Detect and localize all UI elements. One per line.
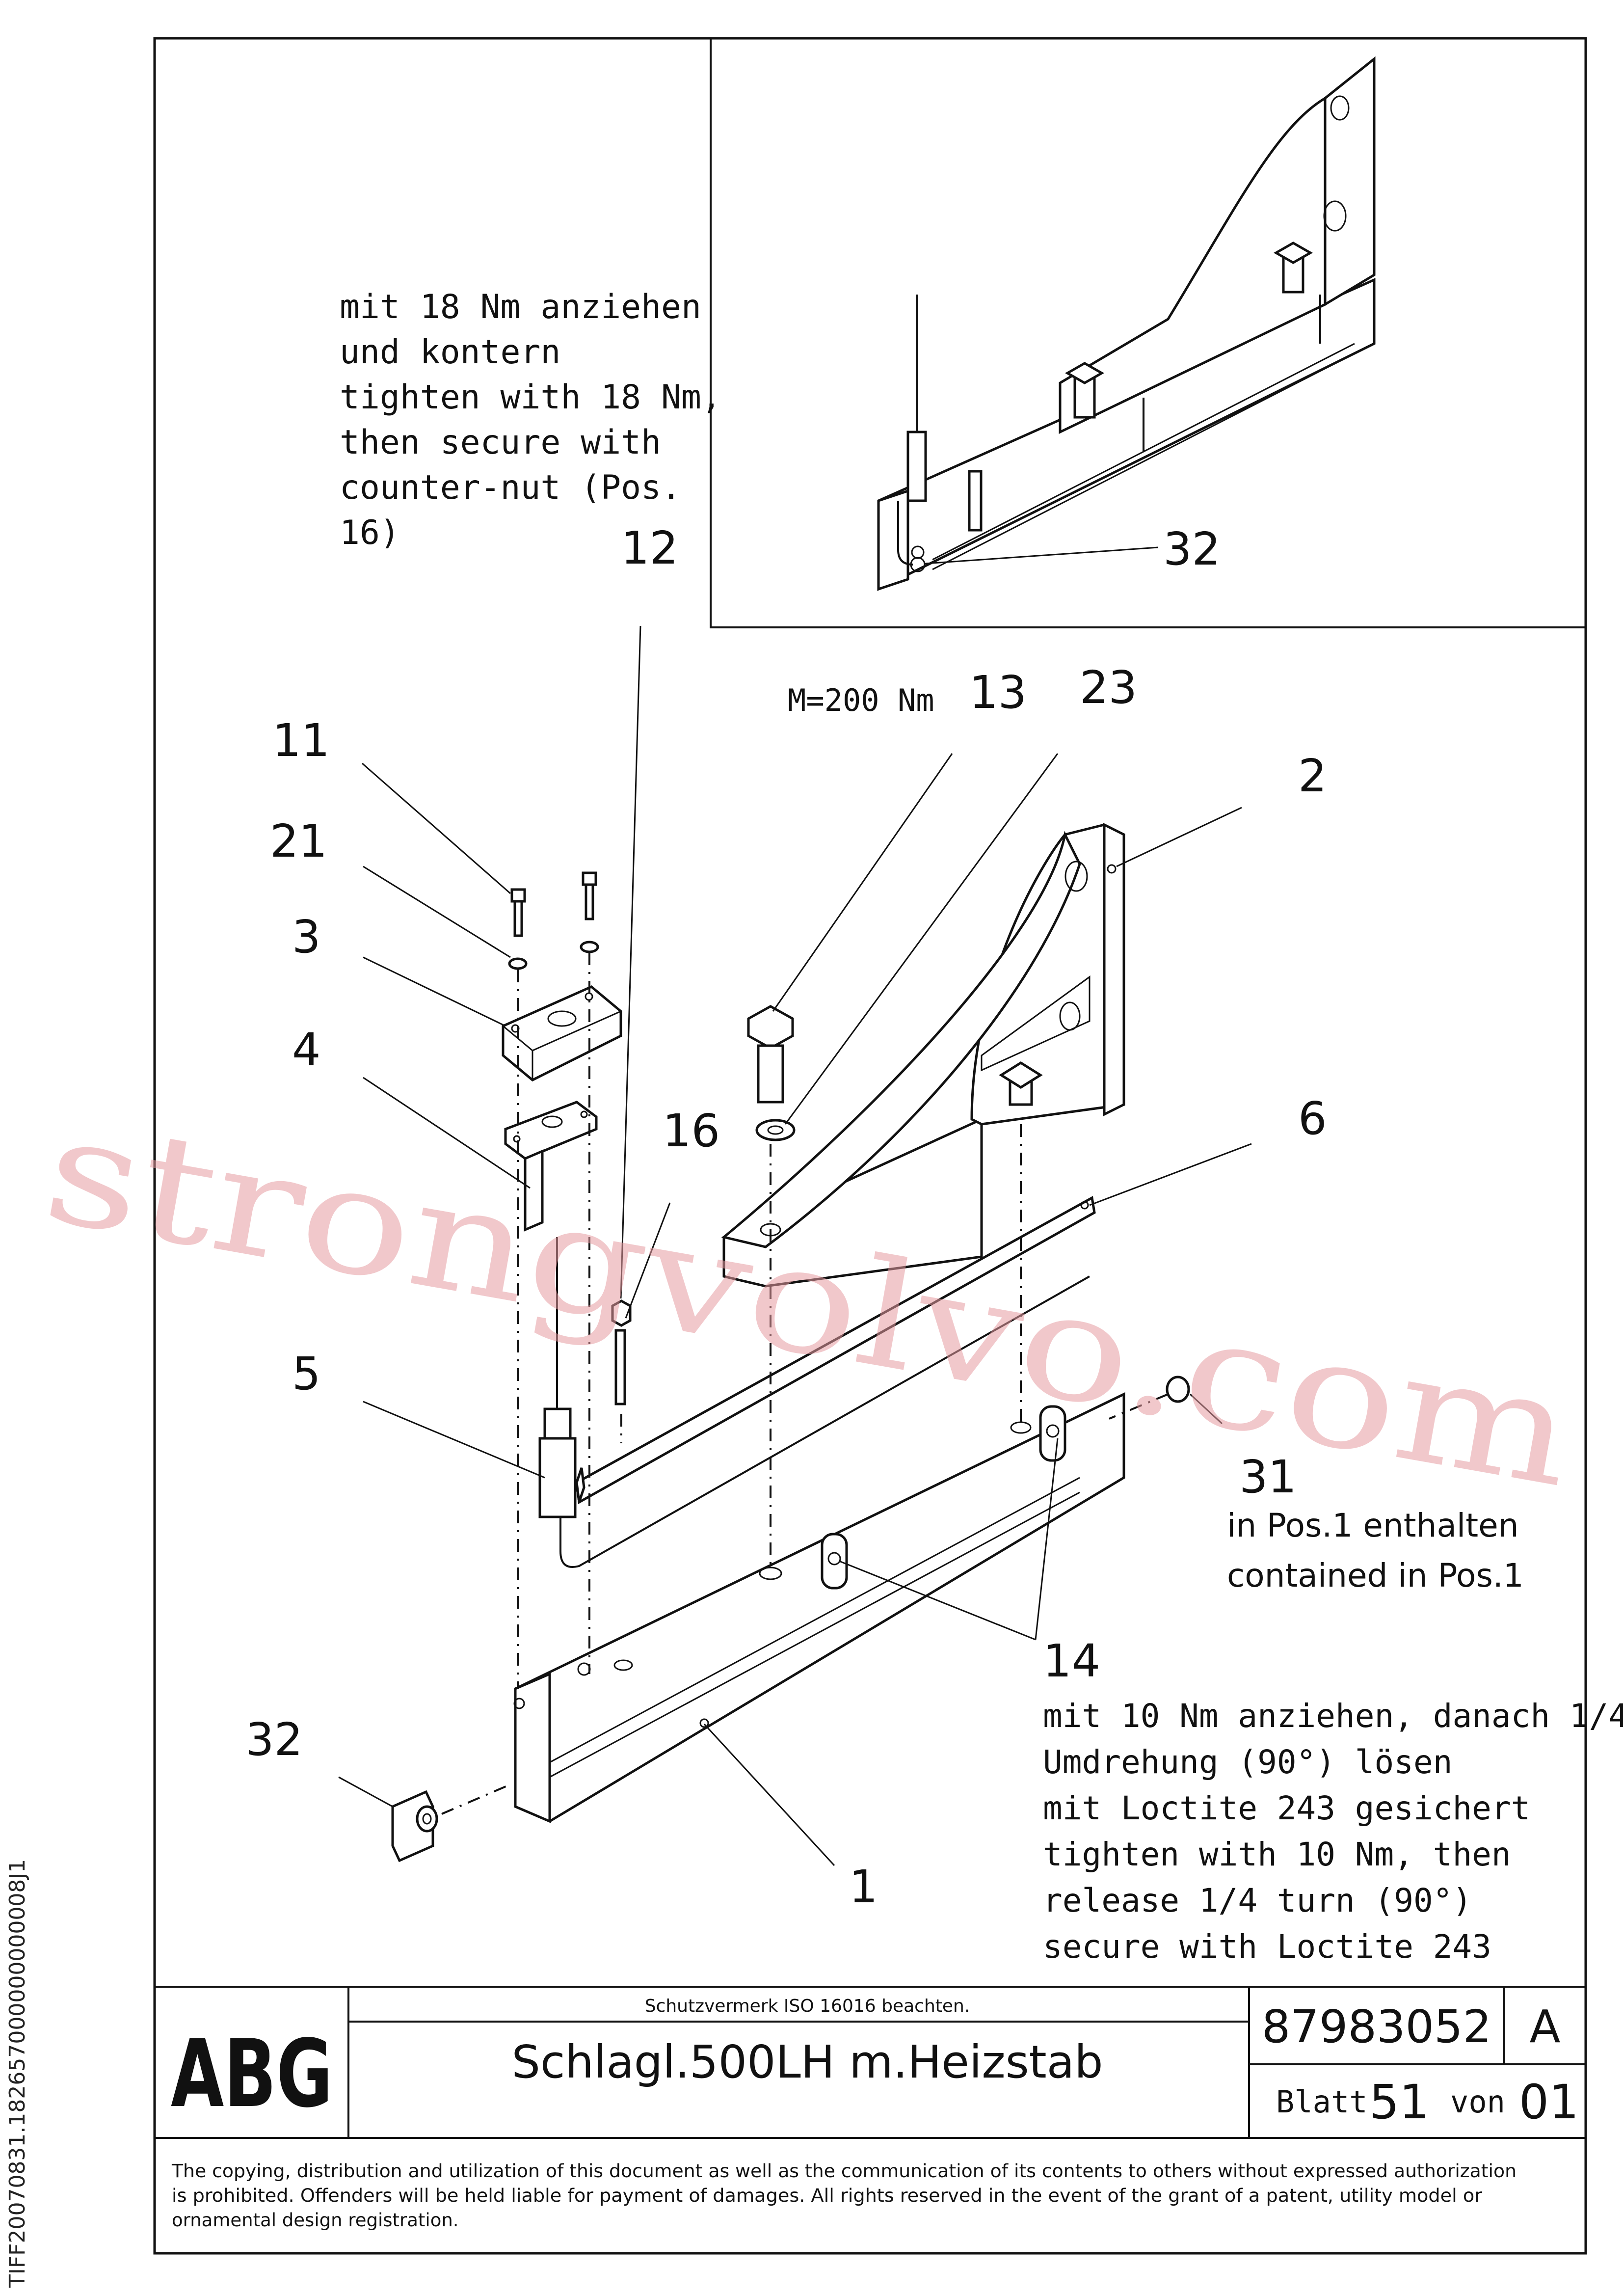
- callout-23: 23: [1080, 661, 1137, 714]
- part-3-block: [502, 985, 622, 1081]
- part-23-washer: [755, 1119, 796, 1141]
- part-14-clamps: [821, 1405, 1066, 1590]
- part-4-angle: [504, 1101, 598, 1232]
- note-torque-13: M=200 Nm: [788, 682, 934, 718]
- note-line: tighten with 10 Nm, then: [1043, 1836, 1511, 1873]
- note-line: contained in Pos.1: [1227, 1557, 1524, 1594]
- sheet-label: Blatt: [1276, 2084, 1368, 2120]
- note-pos31: in Pos.1 enthalten contained in Pos.1: [1227, 1507, 1524, 1594]
- note-line: 16): [340, 513, 400, 552]
- part-6-strip: [575, 1196, 1096, 1505]
- copyright-line: The copying, distribution and utilizatio…: [171, 2161, 1517, 2182]
- title-block: ABG Schutzvermerk ISO 16016 beachten. Sc…: [155, 1986, 1586, 2139]
- part-5-heating-rod: [538, 1237, 1090, 1568]
- part-16-nut: [611, 1299, 632, 1327]
- sheet-number: 51: [1369, 2075, 1429, 2130]
- copyright-line: ornamental design registration.: [172, 2210, 459, 2231]
- callout-32-detail: 32: [1163, 523, 1221, 575]
- part-31-plug: [1166, 1376, 1190, 1403]
- part-32-pin: [391, 1790, 438, 1863]
- callout-14: 14: [1043, 1635, 1100, 1687]
- part-21-washers: [508, 941, 599, 970]
- drawing-title: Schlagl.500LH m.Heizstab: [512, 2036, 1103, 2088]
- sheet-total: 01: [1519, 2075, 1579, 2130]
- note-line: mit 10 Nm anziehen, danach 1/4: [1043, 1697, 1623, 1735]
- note-line: release 1/4 turn (90°): [1043, 1882, 1472, 1919]
- side-code: TIFF20070831.182657000000000008J1: [5, 1859, 30, 2288]
- note-line: tighten with 18 Nm,: [340, 378, 721, 417]
- company-logo: ABG: [171, 2020, 333, 2128]
- part-11-screws: [510, 871, 597, 937]
- note-line: in Pos.1 enthalten: [1227, 1507, 1519, 1544]
- note-pos14: mit 10 Nm anziehen, danach 1/4 Umdrehung…: [1043, 1697, 1623, 1966]
- part-12-screw: [614, 1329, 626, 1405]
- note-line: Umdrehung (90°) lösen: [1043, 1743, 1452, 1781]
- part-13-bolt: [747, 1005, 794, 1104]
- copyright-notice: The copying, distribution and utilizatio…: [171, 2161, 1517, 2231]
- callout-16: 16: [663, 1105, 720, 1157]
- callout-21: 21: [270, 815, 327, 867]
- callout-1: 1: [849, 1861, 878, 1913]
- part-1-rail: [513, 1392, 1125, 1823]
- protection-notice: Schutzvermerk ISO 16016 beachten.: [645, 1996, 970, 2016]
- center-lines: [441, 952, 1169, 1815]
- note-line: then secure with: [340, 423, 661, 462]
- copyright-line: is prohibited. Offenders will be held li…: [172, 2185, 1483, 2206]
- note-line: und kontern: [340, 333, 560, 372]
- note-line: counter-nut (Pos.: [340, 468, 681, 507]
- note-line: mit 18 Nm anziehen: [340, 288, 701, 326]
- callout-31: 31: [1239, 1451, 1297, 1503]
- callout-4: 4: [292, 1024, 321, 1076]
- callout-numbers: 32 12 13 23 2 11 21 3 4 16 6 5 31 14 32 …: [245, 522, 1327, 1913]
- callout-2: 2: [1298, 750, 1327, 802]
- detail-view-box: [710, 37, 1587, 628]
- revision: A: [1530, 2000, 1561, 2053]
- callout-13: 13: [969, 666, 1027, 719]
- watermark: strongvolvo.com: [33, 1083, 1586, 1520]
- of-label: von: [1450, 2084, 1505, 2120]
- note-line: secure with Loctite 243: [1043, 1928, 1491, 1966]
- callout-11: 11: [272, 714, 330, 767]
- callout-6: 6: [1298, 1092, 1327, 1145]
- note-torque-12: mit 18 Nm anziehen und kontern tighten w…: [340, 288, 721, 552]
- callout-3: 3: [292, 911, 321, 963]
- callout-32: 32: [245, 1713, 303, 1766]
- note-line: mit Loctite 243 gesichert: [1043, 1789, 1530, 1827]
- callout-5: 5: [292, 1348, 321, 1400]
- part-2-bracket: [721, 822, 1125, 1288]
- drawing-number: 87983052: [1262, 2000, 1491, 2053]
- detail-assembly: [877, 56, 1376, 592]
- leader-lines: [338, 625, 1252, 1866]
- callout-12: 12: [621, 522, 678, 574]
